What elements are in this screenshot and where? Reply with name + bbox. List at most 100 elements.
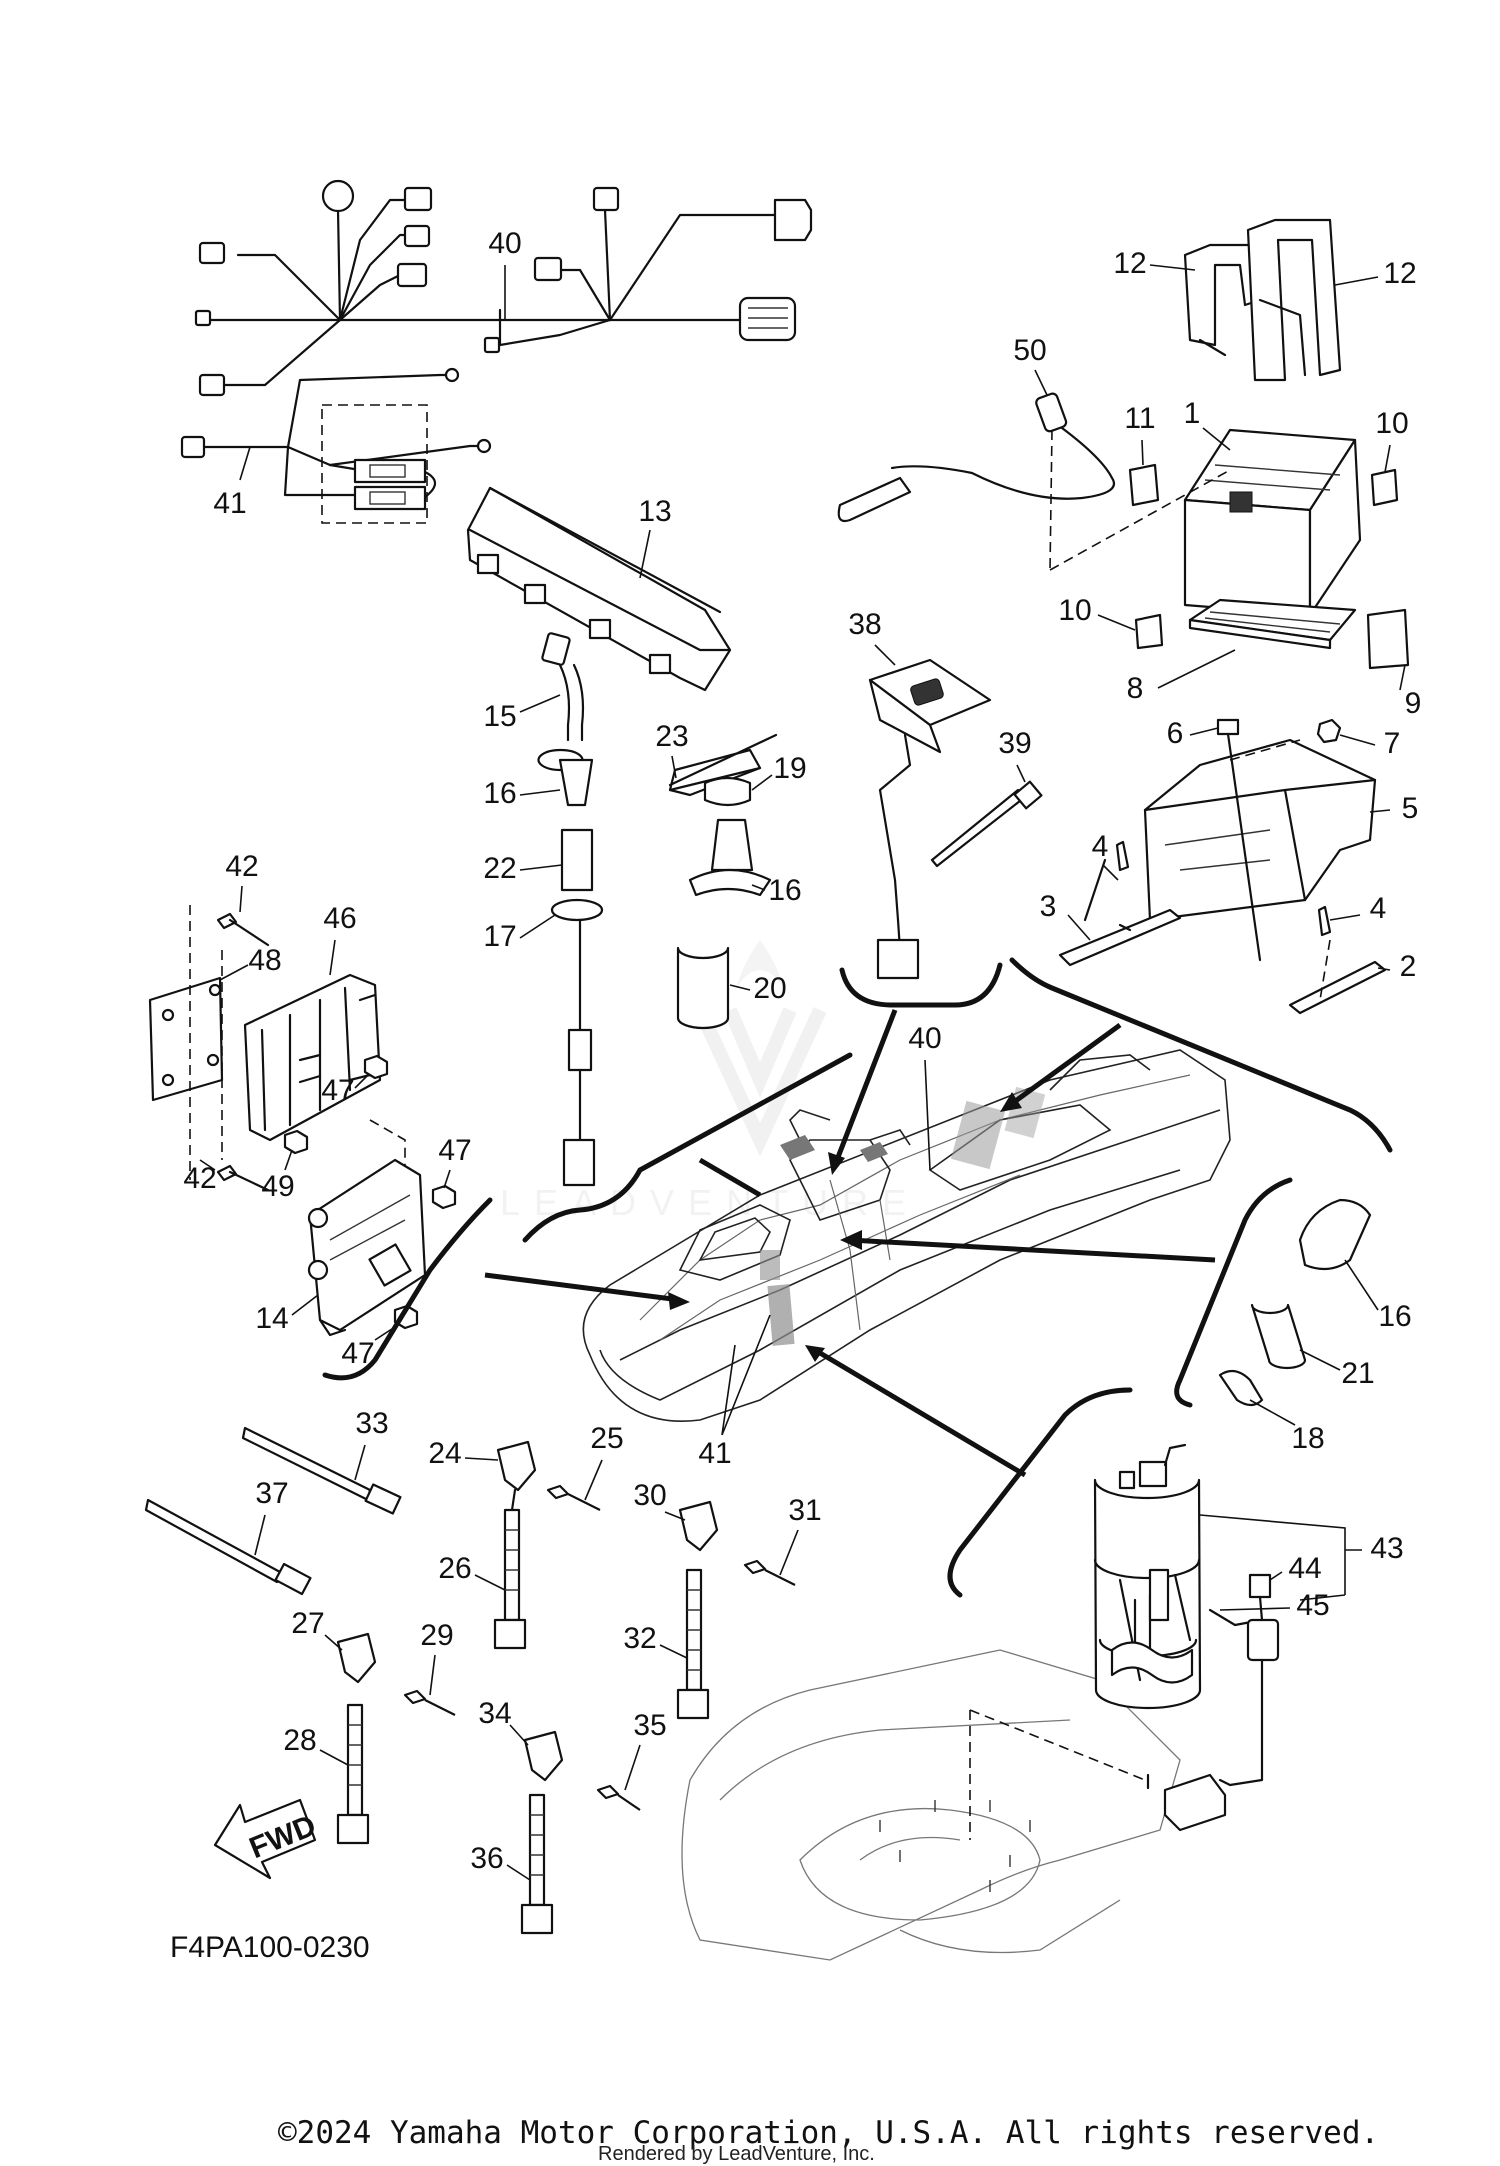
callout-43: 43 xyxy=(1370,1532,1403,1565)
arrow-to-battery xyxy=(1008,1022,1122,1108)
callout-40-craft: 40 xyxy=(908,1022,941,1055)
callout-14: 14 xyxy=(255,1302,288,1335)
bracket-lower-fuel xyxy=(947,1387,1133,1598)
copyright-notice: ©2024 Yamaha Motor Corporation, U.S.A. A… xyxy=(278,2115,1379,2151)
cable-ties-23-39 xyxy=(668,733,1043,868)
callout-50: 50 xyxy=(1013,334,1046,367)
nuts-47-49 xyxy=(283,1054,457,1330)
callout-28: 28 xyxy=(283,1724,316,1757)
fuel-pump-centerline xyxy=(969,1709,1146,1840)
drawing-code: F4PA100-0230 xyxy=(170,1931,370,1964)
arrow-to-meter xyxy=(698,1157,762,1198)
fuel-tank-outline xyxy=(681,1649,1181,1961)
callout-45: 45 xyxy=(1296,1589,1329,1622)
callout-37: 37 xyxy=(255,1477,288,1510)
callout-16-mid: 16 xyxy=(768,874,801,907)
callout-16-top: 16 xyxy=(483,777,516,810)
callout-8: 8 xyxy=(1127,672,1144,705)
battery-tray-8 xyxy=(1188,598,1357,650)
battery-band-12 xyxy=(1183,218,1342,382)
bracket-left-ecu xyxy=(322,1197,493,1381)
bolts-42 xyxy=(189,905,270,1192)
battery-box-5 xyxy=(1143,738,1377,922)
arrow-to-ecu xyxy=(484,1272,681,1303)
grommet-16-spacer-21-clamp-18 xyxy=(1218,1198,1372,1407)
bracket-upper-battery xyxy=(1009,957,1393,1153)
switch-38 xyxy=(868,658,992,980)
callout-11: 11 xyxy=(1124,402,1155,435)
callout-4-right: 4 xyxy=(1370,892,1387,925)
callout-19: 19 xyxy=(773,752,806,785)
callout-21: 21 xyxy=(1341,1357,1374,1390)
watercraft xyxy=(582,1049,1231,1422)
callout-32: 32 xyxy=(623,1622,656,1655)
grommet-16-cap-19-spacer-20 xyxy=(668,748,772,1030)
arrowhead-ecu xyxy=(668,1292,690,1310)
bracket-upper-center xyxy=(522,1052,853,1243)
callout-10-top: 10 xyxy=(1375,407,1408,440)
arrowhead-switch xyxy=(828,1152,845,1175)
callout-22: 22 xyxy=(483,852,516,885)
callout-20: 20 xyxy=(753,972,786,1005)
callout-30: 30 xyxy=(633,1479,666,1512)
clips-24-36 xyxy=(336,1440,796,1935)
bolt-6-nut-7 xyxy=(1216,718,1342,962)
bracket-43 xyxy=(1199,1514,1362,1601)
arrowhead-grommet xyxy=(840,1230,862,1250)
wire-harness-41 xyxy=(180,367,492,524)
callout-25: 25 xyxy=(590,1422,623,1455)
callout-3: 3 xyxy=(1040,890,1057,923)
callout-23: 23 xyxy=(655,720,688,753)
callout-39: 39 xyxy=(998,727,1031,760)
callout-41-craft: 41 xyxy=(698,1437,731,1470)
callout-1: 1 xyxy=(1184,397,1201,430)
battery-1 xyxy=(1183,428,1362,617)
meter-cable-15 xyxy=(537,632,604,1187)
callout-6: 6 xyxy=(1167,717,1184,750)
bracket-upper-switch xyxy=(839,962,1003,1008)
bracket-right-grommet xyxy=(1174,1177,1293,1408)
callout-12-right: 12 xyxy=(1383,257,1416,290)
callout-47-mid: 47 xyxy=(438,1134,471,1167)
callout-13: 13 xyxy=(638,495,671,528)
callout-44: 44 xyxy=(1288,1552,1321,1585)
cable-ties-33-37 xyxy=(144,1426,402,1596)
callout-27: 27 xyxy=(291,1607,324,1640)
callout-47-top: 47 xyxy=(321,1074,354,1107)
callout-41: 41 xyxy=(213,487,246,520)
callout-42-top: 42 xyxy=(225,850,258,883)
callout-2: 2 xyxy=(1400,950,1417,983)
callout-46: 46 xyxy=(323,902,356,935)
callout-18: 18 xyxy=(1291,1422,1324,1455)
callout-35: 35 xyxy=(633,1709,666,1742)
brackets-2-3-4 xyxy=(1058,840,1387,1015)
callout-7: 7 xyxy=(1384,727,1401,760)
callout-24: 24 xyxy=(428,1437,461,1470)
meter-13 xyxy=(466,486,732,692)
ecu-14 xyxy=(307,1158,427,1337)
callout-12-left: 12 xyxy=(1113,247,1146,280)
sensor-cable-50 xyxy=(837,392,1231,571)
wire-harness-40 xyxy=(194,179,813,397)
rendered-by-notice: Rendered by LeadVenture, Inc. xyxy=(598,2143,875,2165)
arrowhead-fueltank xyxy=(805,1345,825,1362)
callout-33: 33 xyxy=(355,1407,388,1440)
fuel-pump-43 xyxy=(1093,1443,1280,1832)
svg-text:LEADVENTURE: LEADVENTURE xyxy=(500,1182,920,1223)
arrow-to-fueltank xyxy=(813,1347,1027,1478)
callout-4-left: 4 xyxy=(1092,830,1109,863)
arrow-to-switch xyxy=(832,1009,898,1166)
pads-9-10-11 xyxy=(1128,463,1410,670)
callout-38: 38 xyxy=(848,608,881,641)
callout-5: 5 xyxy=(1402,792,1419,825)
callout-40: 40 xyxy=(488,227,521,260)
arrow-to-grommet xyxy=(849,1237,1216,1263)
leadventure-watermark: LEADVENTURE xyxy=(500,940,920,1223)
plates-46-48 xyxy=(148,973,382,1142)
callout-10-bottom: 10 xyxy=(1058,594,1091,627)
arrowhead-battery xyxy=(1000,1092,1022,1112)
callout-26: 26 xyxy=(438,1552,471,1585)
callout-31: 31 xyxy=(788,1494,821,1527)
fwd-arrow-icon: FWD xyxy=(213,1798,321,1880)
